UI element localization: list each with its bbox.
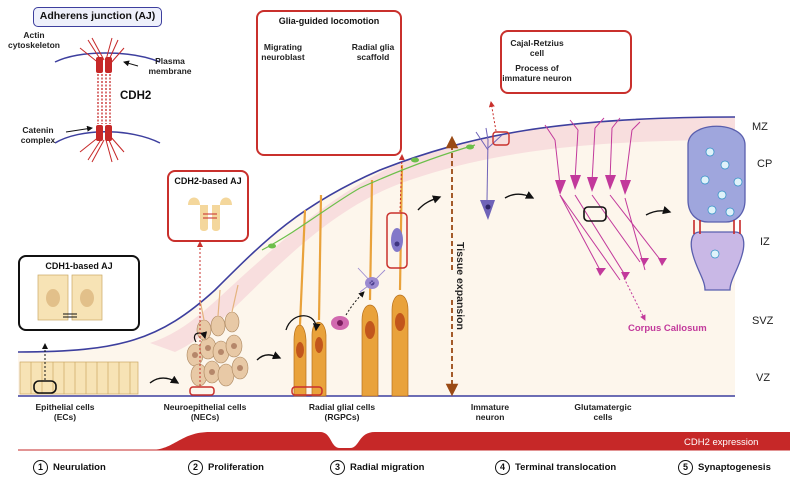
stage-4-number: 4 bbox=[495, 460, 510, 475]
label-immature: Immature neuron bbox=[470, 402, 510, 422]
stage-5-label: Synaptogenesis bbox=[698, 462, 771, 473]
epithelial-cells bbox=[19, 343, 139, 395]
membrane-label: Plasma membrane bbox=[148, 56, 192, 76]
arrow-glut-to-synapse bbox=[645, 206, 672, 216]
stage-4: 4 Terminal translocation bbox=[495, 460, 616, 475]
arrow-rgpc-to-immature bbox=[417, 195, 442, 211]
cajal-retzius-process bbox=[261, 144, 476, 251]
glia-locomotion-box: Glia-guided locomotion bbox=[256, 10, 402, 156]
label-glutamatergic: Glutamatergic cells bbox=[574, 402, 632, 422]
label-ecs: Epithelial cells (ECs) bbox=[35, 402, 95, 422]
zone-cp: CP bbox=[757, 158, 773, 170]
actin-label: Actin cytoskeleton bbox=[8, 30, 60, 50]
cdh2-aj-box-drawing bbox=[188, 197, 232, 231]
synapse bbox=[687, 125, 746, 291]
cdh1-aj-box-drawing bbox=[37, 274, 103, 321]
cajal-label: Cajal-Retzius cell bbox=[510, 38, 564, 58]
cdh1-aj-box: CDH1-based AJ bbox=[18, 255, 140, 331]
stage-2-number: 2 bbox=[188, 460, 203, 475]
glia-box-title: Glia-guided locomotion bbox=[278, 16, 380, 26]
aj-panel-drawing bbox=[54, 37, 161, 163]
pial-surface-line bbox=[17, 116, 736, 353]
cdh1-aj-title: CDH1-based AJ bbox=[45, 261, 113, 271]
tissue-expansion-label: Tissue expansion bbox=[454, 242, 466, 330]
cdh2-aj-title: CDH2-based AJ bbox=[174, 176, 242, 186]
label-rgpcs: Radial glial cells (RGPCs) bbox=[308, 402, 376, 422]
stage-4-label: Terminal translocation bbox=[515, 462, 617, 473]
cdh2-aj-box: CDH2-based AJ bbox=[167, 170, 249, 242]
zone-vz: VZ bbox=[756, 372, 771, 384]
zone-iz: IZ bbox=[760, 236, 770, 248]
stage-1: 1 Neurulation bbox=[33, 460, 106, 475]
stage-2: 2 Proliferation bbox=[188, 460, 264, 475]
cdh2-expression-bar bbox=[18, 432, 790, 450]
label-necs: Neuroepithelial cells (NECs) bbox=[163, 402, 247, 422]
radial-glial-nuclei bbox=[296, 313, 405, 358]
aj-title-box: Adherens junction (AJ) bbox=[33, 7, 162, 27]
neuroepithelial-cells bbox=[186, 241, 249, 396]
stage-1-number: 1 bbox=[33, 460, 48, 475]
stage-2-label: Proliferation bbox=[208, 462, 264, 473]
arrow-nec-to-rgpc bbox=[256, 351, 282, 361]
arrow-ec-to-nec bbox=[149, 375, 180, 384]
migrating-neuroblast-label: Migrating neuroblast bbox=[261, 42, 305, 62]
cdh2-expression-label: CDH2 expression bbox=[684, 437, 759, 448]
glutamatergic-neurons bbox=[544, 117, 667, 321]
catenin-label: Catenin complex bbox=[20, 125, 56, 145]
radial-scaffold-label: Radial glia scaffold bbox=[351, 42, 395, 62]
cdh2-label: CDH2 bbox=[120, 90, 152, 102]
aj-title: Adherens junction (AJ) bbox=[39, 10, 156, 22]
cajal-box bbox=[500, 30, 632, 94]
stage-5-number: 5 bbox=[678, 460, 693, 475]
zone-svz: SVZ bbox=[752, 315, 774, 327]
stage-3-number: 3 bbox=[330, 460, 345, 475]
immature-neuron bbox=[475, 101, 510, 220]
zone-mz: MZ bbox=[752, 121, 768, 133]
stage-5: 5 Synaptogenesis bbox=[678, 460, 771, 475]
corpus-callosum-label: Corpus Callosum bbox=[628, 323, 707, 334]
migrating-neuroblast bbox=[331, 154, 408, 330]
stage-1-label: Neurulation bbox=[53, 462, 106, 473]
stage-3: 3 Radial migration bbox=[330, 460, 424, 475]
stage-3-label: Radial migration bbox=[350, 462, 425, 473]
arrow-immature-to-glut bbox=[504, 191, 535, 199]
process-label: Process of immature neuron bbox=[502, 63, 572, 83]
